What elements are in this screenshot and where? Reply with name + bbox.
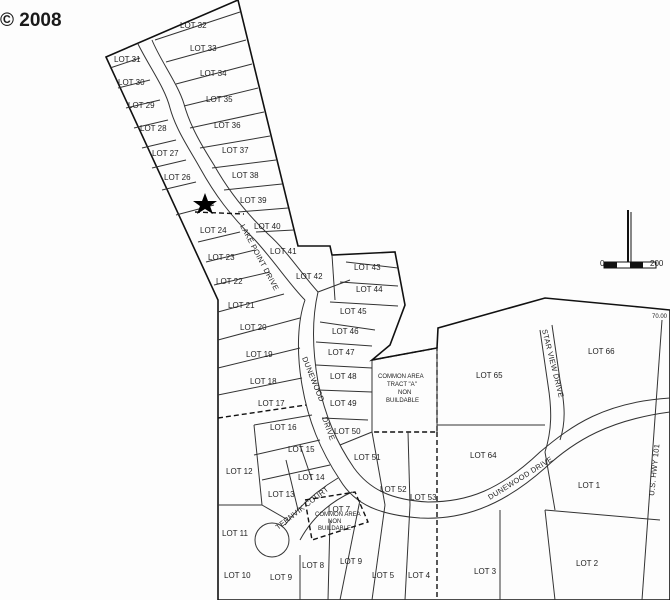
south-lot-lines (299, 431, 438, 600)
lot-label: LOT 9 (270, 573, 293, 582)
road-label-highway: U.S. HWY 101 (647, 443, 661, 496)
lot-label: LOT 32 (180, 21, 207, 30)
road-label-star-view: STAR VIEW DRIVE (540, 328, 566, 398)
lot-label: LOT 29 (128, 101, 155, 110)
scale-max-label: 200 (650, 259, 664, 268)
lot-label: LOT 11 (222, 529, 248, 538)
lot-label: LOT 27 (152, 149, 179, 158)
lot-label: LOT 18 (250, 377, 277, 386)
ternvik-cul-de-sac (254, 522, 290, 558)
lot-label: LOT 39 (240, 196, 267, 205)
lot-label: LOT 47 (328, 348, 355, 357)
road-label-lake-point: LAKE POINT DRIVE (238, 223, 281, 292)
lot-label: LOT 14 (298, 473, 325, 482)
common-area-small-label: COMMON AREA NON BUILDABLE (315, 512, 361, 532)
scale-zero-label: 0 (600, 259, 605, 268)
lot-label: LOT 4 (408, 571, 431, 580)
copyright-text: © 2008 (0, 10, 62, 31)
lot-label: LOT 12 (226, 467, 253, 476)
lot-label: LOT 65 (476, 371, 503, 380)
svg-text:BUILDABLE: BUILDABLE (318, 526, 351, 532)
lot-label: LOT 7 (328, 505, 351, 514)
lot-label: LOT 66 (588, 347, 615, 356)
lot-label: LOT 40 (254, 222, 281, 231)
svg-text:NON: NON (328, 519, 341, 525)
svg-text:NON: NON (398, 390, 411, 396)
lot-label: LOT 35 (206, 95, 233, 104)
lot-label: LOT 53 (410, 493, 437, 502)
lot-label: LOT 46 (332, 327, 359, 336)
small-common-area-boundary (304, 491, 369, 541)
lot-label: LOT 8 (302, 561, 325, 570)
lot-label: LOT 26 (164, 173, 191, 182)
lot-label: LOT 15 (288, 445, 315, 454)
scale-bar (603, 261, 657, 269)
svg-text:BUILDABLE: BUILDABLE (386, 398, 419, 404)
lot-label: LOT 23 (208, 253, 235, 262)
lot-label: LOT 20 (240, 323, 267, 332)
lot-label: LOT 33 (190, 44, 217, 53)
lot-label: LOT 64 (470, 451, 497, 460)
lot-label: LOT 10 (224, 571, 251, 580)
svg-text:TRACT "A": TRACT "A" (387, 382, 417, 388)
lot-label: LOT 48 (330, 372, 357, 381)
lot-label: LOT 38 (232, 171, 259, 180)
lot-label: LOT 1 (578, 481, 601, 490)
east-dunewood-lot-lines (315, 254, 399, 432)
star-view-drive-east-edge (551, 324, 565, 441)
lot-label: LOT 42 (296, 272, 323, 281)
lot-label: LOT 22 (216, 277, 243, 286)
lot-label: LOT 41 (270, 247, 297, 256)
lot-label: LOT 13 (268, 490, 295, 499)
lake-point-drive-east-edge (151, 39, 319, 293)
lot-label: LOT 44 (356, 285, 383, 294)
ternvik-court-edge-a (284, 477, 339, 526)
svg-text:COMMON AREA: COMMON AREA (315, 512, 361, 518)
lot-label: LOT 9 (340, 557, 363, 566)
lot-label: LOT 52 (380, 485, 407, 494)
north-east-lot-lines (154, 11, 295, 233)
lot-label: LOT 16 (270, 423, 297, 432)
lot-24-dashed-line (194, 211, 245, 215)
lot-label: LOT 21 (228, 301, 255, 310)
ternvik-court-edge-b (299, 491, 353, 541)
lot-label: LOT 34 (200, 69, 227, 78)
north-west-lot-lines (109, 57, 215, 216)
dunewood-drive-west-edge (297, 299, 670, 519)
subdivision-boundary (104, 0, 670, 600)
lot-label: LOT 45 (340, 307, 367, 316)
lot-label: LOT 17 (258, 399, 285, 408)
lake-point-drive-west-edge (137, 43, 306, 301)
highway-edge-line (641, 319, 663, 600)
lot-label: LOT 2 (576, 559, 599, 568)
lot-label: LOT 51 (354, 453, 381, 462)
lot-label: LOT 24 (200, 226, 227, 235)
edge-dimension-label: 70.00 (652, 314, 668, 320)
lot-label: LOT 19 (246, 350, 273, 359)
lot-labels: LOT 32 LOT 33 LOT 34 LOT 35 LOT 36 LOT 3… (114, 21, 615, 582)
lot-label: LOT 49 (330, 399, 357, 408)
lot-label: LOT 37 (222, 146, 249, 155)
lot-label: LOT 30 (118, 78, 145, 87)
lot-label: LOT 5 (372, 571, 395, 580)
lot-label: LOT 3 (474, 567, 497, 576)
star-marker-icon (193, 193, 217, 214)
star-view-drive-west-edge (539, 329, 552, 453)
north-arrow-icon (627, 210, 632, 262)
west-lot-lines (197, 231, 331, 521)
svg-text:COMMON AREA: COMMON AREA (378, 374, 424, 380)
east-lot-lines (436, 348, 661, 600)
dunewood-drive-east-edge (313, 291, 670, 503)
lot-label: LOT 50 (334, 427, 361, 436)
lot-label: LOT 36 (214, 121, 241, 130)
lot-label: LOT 43 (354, 263, 381, 272)
lot-label: LOT 28 (140, 124, 167, 133)
lot-label: LOT 31 (114, 55, 141, 64)
common-area-tract-a-label: COMMON AREA TRACT "A" NON BUILDABLE (378, 374, 424, 404)
road-label-dunewood-east: DUNEWOOD DRIVE (486, 455, 554, 502)
